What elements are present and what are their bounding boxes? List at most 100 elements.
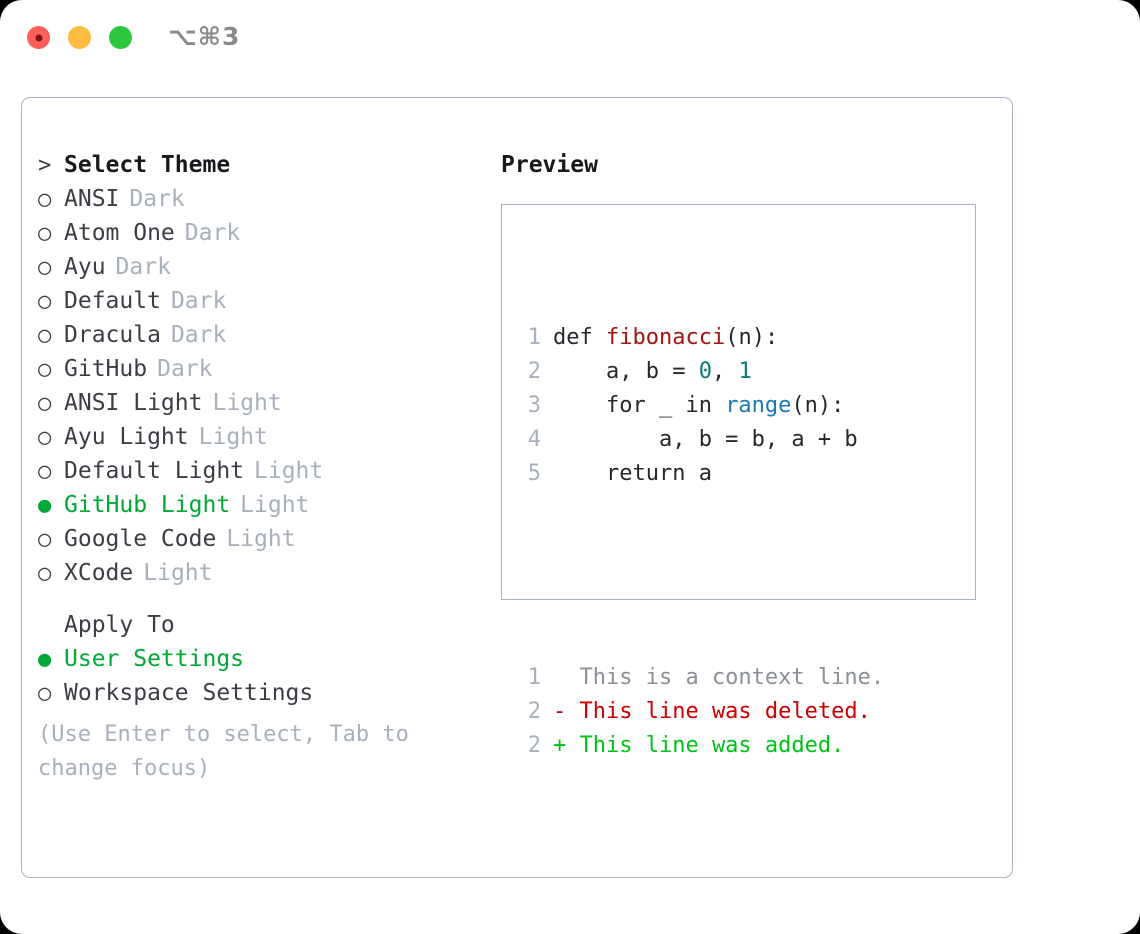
keyboard-hint-text: (Use Enter to select, Tab to change focu… (38, 722, 409, 781)
close-button[interactable] (27, 26, 50, 49)
select-theme-title: Select Theme (64, 152, 231, 178)
theme-option-name: Google Code (64, 526, 217, 552)
diff-line: 2 + This line was added. (515, 729, 884, 763)
line-number: 3 (527, 393, 541, 418)
theme-option-variant: Dark (184, 220, 241, 246)
theme-option[interactable]: ○ ANSI Light Light (38, 386, 468, 420)
code-line: 2 a, b = 0, 1 (515, 355, 884, 389)
radio-unselected-icon[interactable]: ○ (38, 425, 52, 450)
theme-option[interactable]: ● GitHub Light Light (38, 488, 468, 522)
apply-to-list: ● User Settings ○ Workspace Settings (38, 642, 468, 710)
theme-option-name: ANSI (64, 186, 120, 212)
code-token-plain: (n): (725, 325, 779, 350)
diff-line-content-add: + This line was added. (553, 733, 845, 758)
radio-unselected-icon[interactable]: ○ (38, 681, 52, 706)
radio-unselected-icon[interactable]: ○ (38, 187, 52, 212)
code-line-content: def fibonacci(n): (553, 321, 778, 355)
theme-option-name: Default (64, 288, 161, 314)
theme-option-name: Ayu (64, 254, 106, 280)
code-token-fn: fibonacci (605, 325, 726, 350)
code-token-builtin: range (725, 393, 792, 418)
code-token-plain: a, b = b, a + b (553, 427, 858, 452)
theme-option-variant: Dark (170, 288, 227, 314)
radio-unselected-icon[interactable]: ○ (38, 221, 52, 246)
keyboard-shortcut-label: ⌥⌘3 (168, 22, 241, 51)
theme-option-name: ANSI Light (64, 390, 203, 416)
line-number: 4 (527, 427, 541, 452)
diff-line: 1 This is a context line. (515, 661, 884, 695)
code-line-content: for _ in range(n): (553, 389, 844, 423)
code-line-content: a, b = 0, 1 (553, 355, 752, 389)
theme-option-variant: Light (212, 390, 282, 416)
theme-option[interactable]: ○ GitHub Dark (38, 352, 468, 386)
radio-unselected-icon[interactable]: ○ (38, 323, 52, 348)
theme-option-variant: Light (198, 424, 268, 450)
theme-option-name: GitHub Light (64, 492, 231, 518)
radio-unselected-icon[interactable]: ○ (38, 527, 52, 552)
diff-line: 2- This line was deleted. (515, 695, 884, 729)
radio-unselected-icon[interactable]: ○ (38, 561, 52, 586)
code-diff-spacer (515, 559, 884, 593)
theme-option-variant: Light (143, 560, 213, 586)
code-token-num: 0 (698, 359, 712, 384)
radio-unselected-icon[interactable]: ○ (38, 289, 52, 314)
theme-option-name: GitHub (64, 356, 148, 382)
apply-to-option-label: Workspace Settings (64, 680, 314, 706)
theme-option[interactable]: ○ Google Code Light (38, 522, 468, 556)
theme-option-variant: Light (240, 492, 310, 518)
radio-unselected-icon[interactable]: ○ (38, 255, 52, 280)
radio-unselected-icon[interactable]: ○ (38, 459, 52, 484)
minimize-button[interactable] (68, 26, 91, 49)
radio-unselected-icon[interactable]: ○ (38, 391, 52, 416)
theme-option-name: Ayu Light (64, 424, 189, 450)
code-token-plain: return a (553, 461, 712, 486)
code-token-plain: def (553, 325, 606, 350)
code-line: 3 for _ in range(n): (515, 389, 884, 423)
code-line-content: a, b = b, a + b (553, 423, 858, 457)
line-number: 2 (527, 733, 541, 758)
theme-option-variant: Dark (157, 356, 213, 382)
radio-selected-icon[interactable]: ● (38, 493, 52, 518)
theme-option-name: XCode (64, 560, 134, 586)
code-token-num: 1 (738, 359, 752, 384)
theme-option[interactable]: ○ Ayu Light Light (38, 420, 468, 454)
code-line: 5 return a (515, 457, 884, 491)
line-number: 1 (527, 665, 541, 690)
list-spacer (38, 590, 468, 608)
theme-option-name: Atom One (64, 220, 175, 246)
theme-option[interactable]: ○ XCode Light (38, 556, 468, 590)
preview-title: Preview (501, 152, 598, 178)
theme-option-variant: Dark (129, 186, 185, 212)
maximize-button[interactable] (109, 26, 132, 49)
code-token-plain: a, b = (553, 359, 699, 384)
title-bar: ⌥⌘3 (0, 0, 1140, 78)
line-number: 1 (527, 325, 541, 350)
code-line: 1 def fibonacci(n): (515, 321, 884, 355)
theme-option[interactable]: ○ Atom One Dark (38, 216, 468, 250)
diff-line-content-del: - This line was deleted. (553, 699, 871, 724)
theme-option-name: Dracula (64, 322, 161, 348)
theme-option-variant: Light (254, 458, 324, 484)
radio-unselected-icon[interactable]: ○ (38, 357, 52, 382)
theme-option-variant: Dark (170, 322, 227, 348)
theme-option[interactable]: ○ Dracula Dark (38, 318, 468, 352)
apply-to-option-label: User Settings (64, 646, 245, 672)
theme-option[interactable]: ○ Default Dark (38, 284, 468, 318)
code-line-content: return a (553, 457, 712, 491)
apply-to-option[interactable]: ● User Settings (38, 642, 468, 676)
code-line: 4 a, b = b, a + b (515, 423, 884, 457)
apply-to-option[interactable]: ○ Workspace Settings (38, 676, 468, 710)
radio-selected-icon[interactable]: ● (38, 647, 52, 672)
theme-option[interactable]: ○ ANSI Dark (38, 182, 468, 216)
line-number: 2 (527, 359, 541, 384)
theme-option-variant: Light (226, 526, 296, 552)
code-token-plain: , (711, 359, 739, 384)
diff-line-content-ctx: This is a context line. (553, 665, 885, 690)
